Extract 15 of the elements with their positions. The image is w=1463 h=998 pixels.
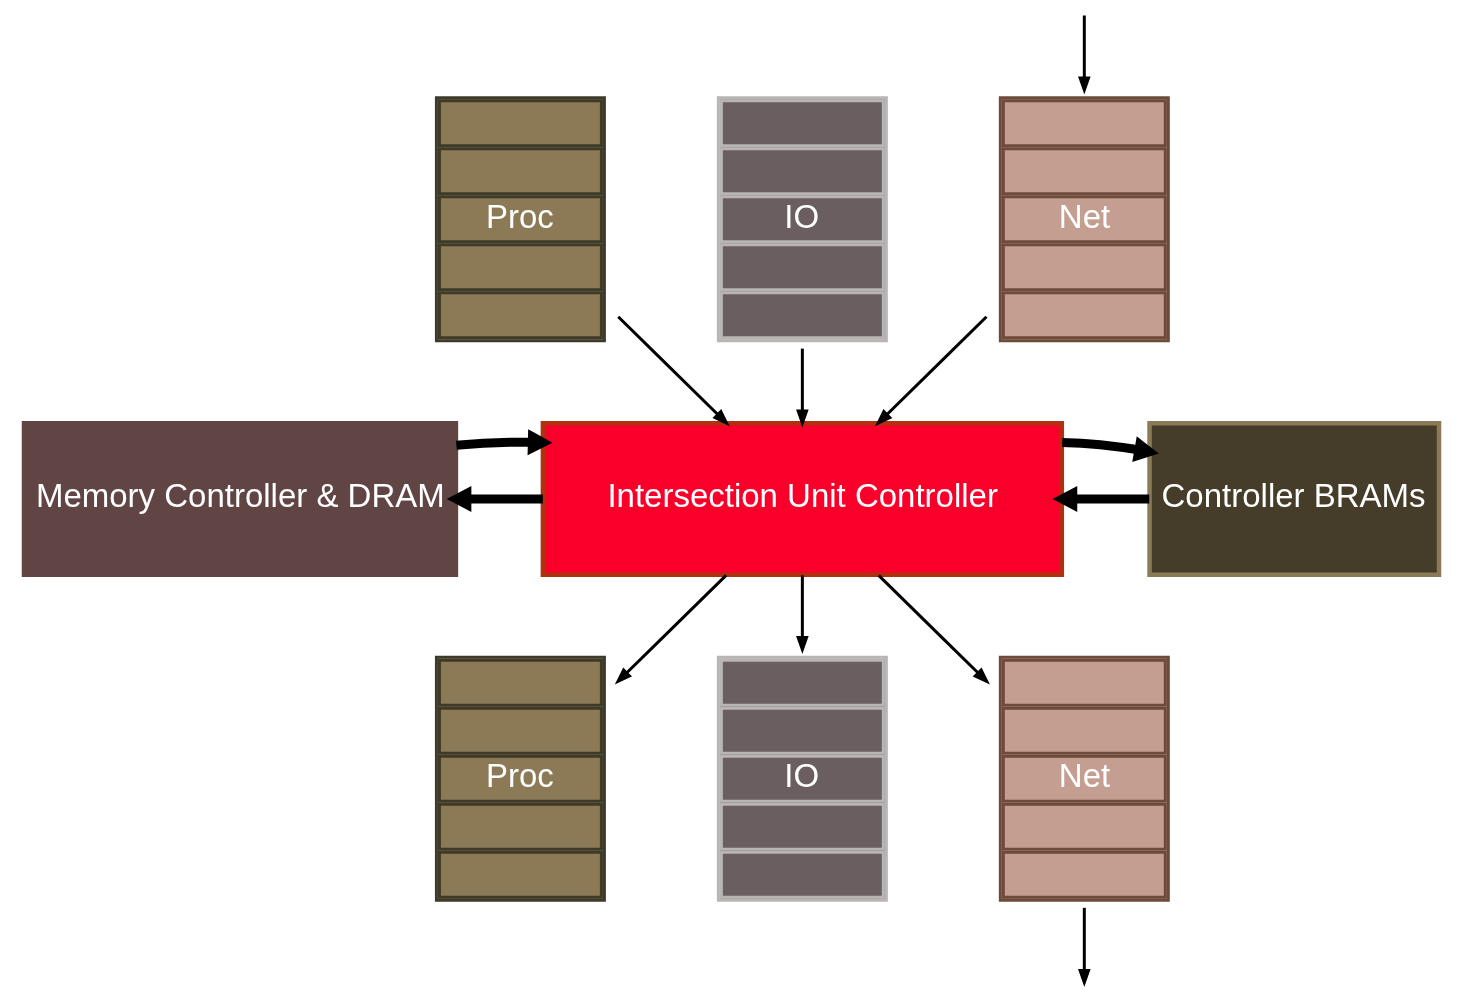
- arrow: [875, 315, 988, 427]
- arrow: [1062, 436, 1159, 462]
- arrow: [617, 315, 730, 427]
- arrow: [1052, 486, 1150, 512]
- arrow: [1078, 15, 1091, 95]
- node-box: Memory Controller & DRAM: [21, 421, 459, 577]
- node-box: Controller BRAMs: [1147, 421, 1442, 577]
- arrow: [614, 574, 728, 685]
- arrow: [455, 429, 553, 456]
- arrow: [446, 486, 543, 512]
- arrow: [796, 348, 809, 428]
- arrow: [1078, 907, 1091, 988]
- node-box: Intersection Unit Controller: [540, 421, 1065, 577]
- arrow: [796, 575, 809, 654]
- arrow: [877, 574, 990, 685]
